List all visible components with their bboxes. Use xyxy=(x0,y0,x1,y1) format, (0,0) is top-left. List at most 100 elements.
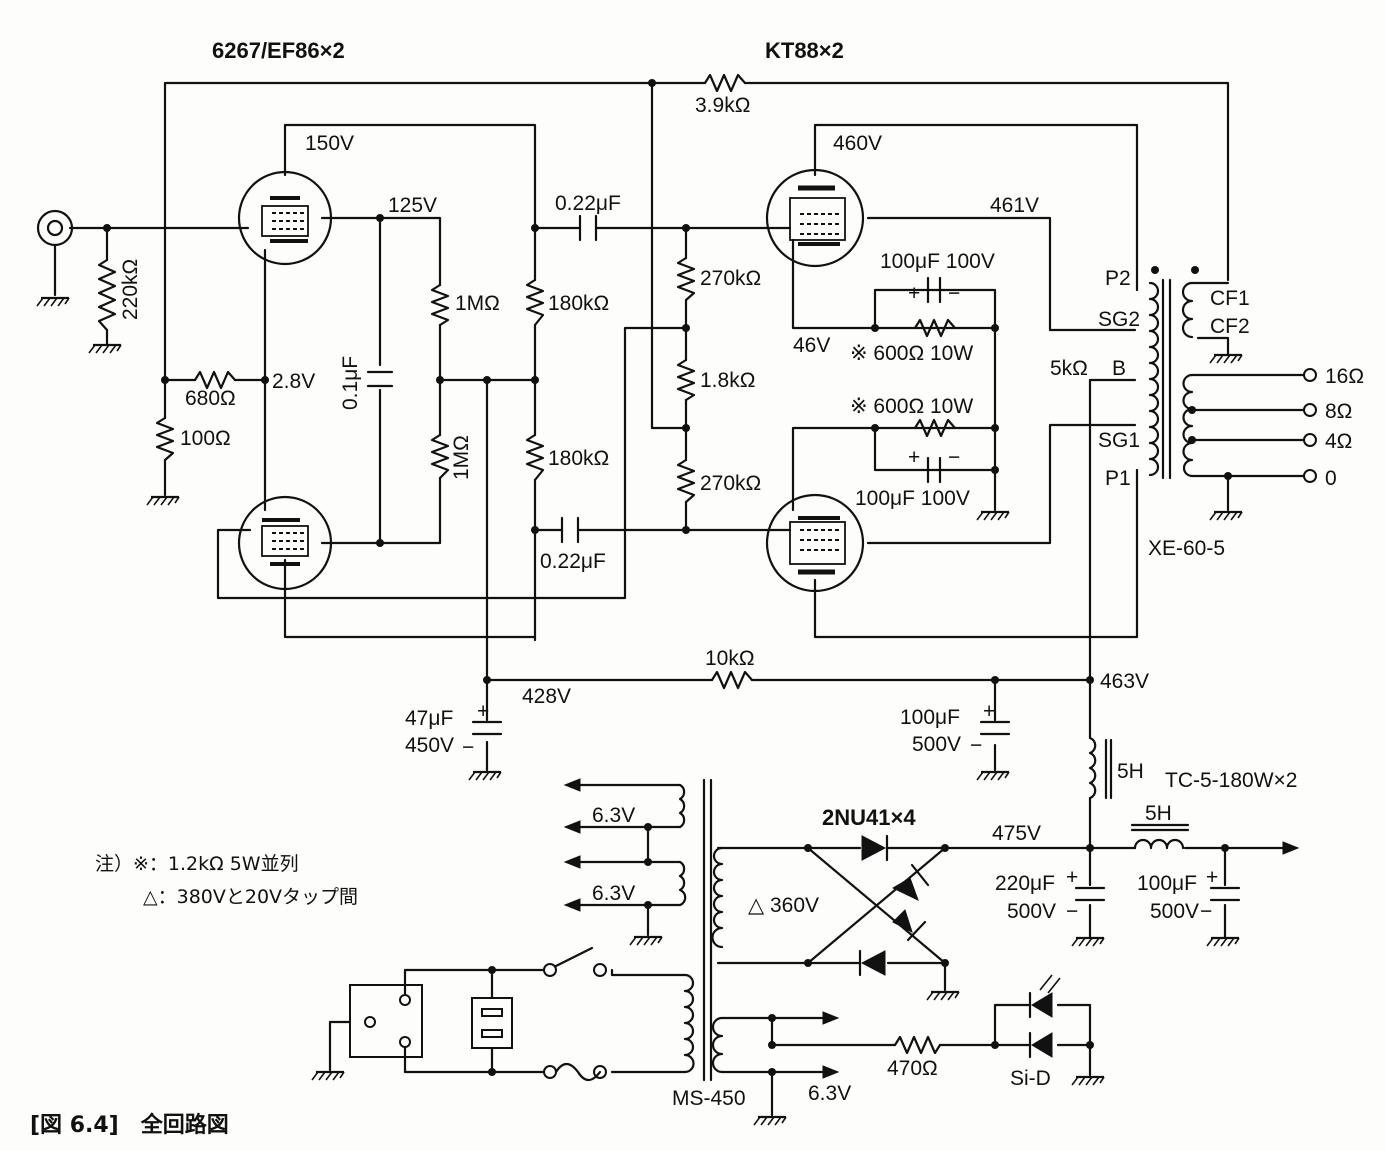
svg-text:220μF: 220μF xyxy=(995,872,1055,895)
svg-text:47μF: 47μF xyxy=(405,707,453,730)
svg-text:5H: 5H xyxy=(1117,760,1144,783)
svg-text:+: + xyxy=(477,700,489,723)
svg-text:1.8kΩ: 1.8kΩ xyxy=(700,369,755,392)
svg-text:CF1: CF1 xyxy=(1210,287,1250,310)
svg-text:46V: 46V xyxy=(793,334,830,357)
svg-text:0.1μF: 0.1μF xyxy=(339,356,362,410)
svg-text:461V: 461V xyxy=(990,194,1039,217)
tube-output-bottom xyxy=(765,493,865,593)
svg-text:500V: 500V xyxy=(912,733,961,756)
svg-text:※ 600Ω 10W: ※ 600Ω 10W xyxy=(850,342,973,365)
figure-caption: [図 6.4] 全回路図 xyxy=(30,1112,229,1138)
svg-text:100μF 100V: 100μF 100V xyxy=(855,487,970,510)
svg-text:SG2: SG2 xyxy=(1098,308,1140,331)
resistor-1m-bottom xyxy=(430,433,450,480)
svg-text:P2: P2 xyxy=(1105,267,1131,290)
svg-text:125V: 125V xyxy=(388,194,437,217)
svg-text:16Ω: 16Ω xyxy=(1325,365,1364,388)
svg-text:4Ω: 4Ω xyxy=(1325,430,1352,453)
resistor-100 xyxy=(155,416,175,462)
junctions xyxy=(103,79,1232,1076)
resistor-180k-bottom xyxy=(525,433,545,482)
svg-text:−: − xyxy=(1066,900,1078,923)
svg-text:+: + xyxy=(908,282,920,305)
svg-text:100μF: 100μF xyxy=(900,706,960,729)
resistor-180k-top xyxy=(525,278,545,327)
svg-text:6.3V: 6.3V xyxy=(592,804,635,827)
svg-text:10kΩ: 10kΩ xyxy=(705,647,755,670)
svg-text:0: 0 xyxy=(1325,467,1337,490)
diode-type-label: 2NU41×4 xyxy=(822,805,916,830)
power-switch xyxy=(349,946,607,1082)
svg-text:+: + xyxy=(1066,866,1078,889)
svg-text:B: B xyxy=(1112,357,1126,380)
svg-text:1MΩ: 1MΩ xyxy=(455,292,500,315)
wiring xyxy=(53,81,1307,1117)
svg-text:428V: 428V xyxy=(522,685,571,708)
svg-text:500V: 500V xyxy=(1007,900,1056,923)
svg-text:+: + xyxy=(983,700,995,723)
svg-text:TC-5-180W×2: TC-5-180W×2 xyxy=(1165,769,1297,792)
resistor-1k8 xyxy=(676,358,696,402)
resistor-10k xyxy=(710,670,754,690)
svg-text:270kΩ: 270kΩ xyxy=(700,267,761,290)
tube-driver-top xyxy=(237,170,333,266)
svg-text:Si-D: Si-D xyxy=(1010,1067,1051,1090)
choke-5h-horizontal xyxy=(1130,823,1190,850)
resistor-600-bottom xyxy=(913,418,957,438)
svg-text:−: − xyxy=(948,282,960,305)
svg-text:220kΩ: 220kΩ xyxy=(119,259,142,320)
svg-text:100μF: 100μF xyxy=(1137,872,1197,895)
svg-text:5H: 5H xyxy=(1145,802,1172,825)
svg-text:P1: P1 xyxy=(1105,467,1131,490)
svg-text:470Ω: 470Ω xyxy=(887,1057,938,1080)
svg-text:0.22μF: 0.22μF xyxy=(555,192,621,215)
arrow-heads xyxy=(563,778,1300,1079)
resistors xyxy=(97,73,957,1055)
svg-text:500V: 500V xyxy=(1150,900,1199,923)
capacitors: + − + − + + + + − − − − xyxy=(366,214,1241,923)
svg-text:150V: 150V xyxy=(305,132,354,155)
svg-text:680Ω: 680Ω xyxy=(185,387,236,410)
svg-text:450V: 450V xyxy=(405,734,454,757)
svg-text:SG1: SG1 xyxy=(1098,429,1140,452)
resistor-270k-top xyxy=(676,256,696,302)
svg-text:2.8V: 2.8V xyxy=(272,370,315,393)
svg-text:+: + xyxy=(908,446,920,469)
svg-text:−: − xyxy=(1200,900,1212,923)
svg-text:−: − xyxy=(970,734,982,757)
svg-text:100μF 100V: 100μF 100V xyxy=(880,250,995,273)
resistor-270k-bottom xyxy=(676,458,696,504)
svg-text:MS-450: MS-450 xyxy=(672,1087,746,1110)
power-transformer xyxy=(678,778,724,1082)
resistor-3k9 xyxy=(703,73,747,93)
bridge-diodes xyxy=(858,834,930,977)
tube-driver-bottom xyxy=(237,495,333,591)
output-transformer xyxy=(1148,278,1317,483)
svg-text:463V: 463V xyxy=(1100,670,1149,693)
resistor-600-top xyxy=(913,318,957,338)
resistor-1m-top xyxy=(430,283,450,327)
svg-text:※ 600Ω 10W: ※ 600Ω 10W xyxy=(850,395,973,418)
svg-text:1MΩ: 1MΩ xyxy=(450,435,473,480)
choke-5h-vertical xyxy=(1088,736,1113,800)
resistor-680 xyxy=(193,370,237,390)
svg-text:270kΩ: 270kΩ xyxy=(700,472,761,495)
tube-output-top xyxy=(765,168,865,268)
svg-text:460V: 460V xyxy=(833,132,882,155)
svg-text:180kΩ: 180kΩ xyxy=(548,292,609,315)
resistor-470 xyxy=(893,1035,942,1055)
svg-text:180kΩ: 180kΩ xyxy=(548,447,609,470)
svg-text:100Ω: 100Ω xyxy=(180,427,231,450)
input-jack xyxy=(35,209,74,308)
svg-text:6.3V: 6.3V xyxy=(592,882,635,905)
resistor-220k xyxy=(97,258,117,332)
svg-text:△：380Vと20Vタップ間: △：380Vと20Vタップ間 xyxy=(143,886,358,908)
svg-text:+: + xyxy=(1206,866,1218,889)
led-and-sid xyxy=(1028,974,1061,1059)
svg-text:6.3V: 6.3V xyxy=(808,1082,851,1105)
svg-text:0.22μF: 0.22μF xyxy=(540,550,606,573)
svg-text:−: − xyxy=(948,446,960,469)
svg-text:CF2: CF2 xyxy=(1210,315,1250,338)
